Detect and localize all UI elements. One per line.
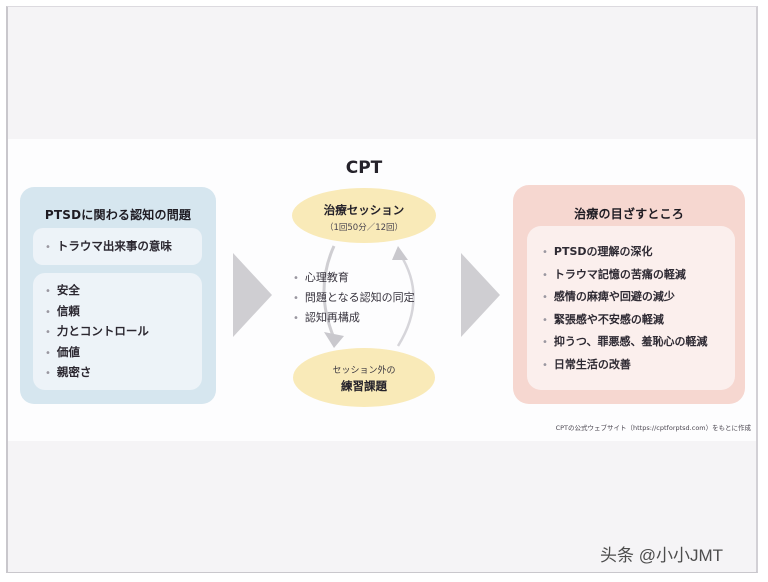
bullet-icon: • (542, 314, 548, 326)
list-item: •力とコントロール (45, 324, 149, 338)
bullet-icon: • (542, 292, 548, 304)
bullet-icon: • (45, 327, 51, 338)
list-item: •PTSDの理解の深化 (542, 245, 653, 258)
list-item: •トラウマ出来事の意味 (45, 239, 172, 253)
bullet-icon: • (45, 306, 51, 318)
bullet-icon: • (293, 293, 299, 304)
homework-ellipse: セッション外の 練習課題 (293, 348, 435, 407)
bullet-icon: • (542, 359, 548, 371)
bullet-icon: • (542, 337, 548, 349)
list-item: •信頼 (45, 303, 80, 318)
homework-line2: 練習課題 (341, 379, 387, 393)
bullet-icon: • (45, 242, 51, 253)
watermark: 头条 @小小JMT (600, 546, 724, 565)
cognitive-problems-title: PTSDに関わる認知の問題 (44, 208, 192, 222)
homework-line1: セッション外の (332, 366, 396, 376)
list-item: •心理教育 (293, 271, 349, 284)
bullet-icon: • (45, 286, 51, 297)
list-item: •認知再構成 (293, 311, 360, 324)
list-item: •価値 (45, 344, 80, 359)
cpt-title: CPT (345, 158, 383, 178)
source-note: CPTの公式ウェブサイト（https://cptforptsd.com）をもとに… (555, 424, 751, 432)
treatment-goals-panel: •PTSDの理解の深化 •トラウマ記憶の苦痛の軽減 •感情の麻痺や回避の減少 •… (527, 226, 735, 390)
trauma-meaning-panel: •トラウマ出来事の意味 (33, 228, 202, 265)
treatment-session-label: 治療セッション (323, 203, 405, 217)
cognitive-problems-box: PTSDに関わる認知の問題 •トラウマ出来事の意味 •安全 •信頼 •力とコント… (20, 187, 216, 404)
bullet-icon: • (45, 368, 51, 379)
list-item: •感情の麻痺や回避の減少 (542, 290, 675, 304)
list-item: •親密さ (45, 365, 92, 379)
session-frequency-label: （1回50分／12回） (324, 223, 404, 233)
cycle-arrows-icon (322, 245, 415, 348)
bullet-icon: • (542, 269, 548, 281)
arrow-right-icon (233, 253, 272, 337)
bullet-icon: • (45, 347, 51, 359)
list-item: •トラウマ記憶の苦痛の軽減 (542, 267, 686, 281)
list-item: •抑うつ、罪悪感、羞恥心の軽減 (542, 335, 708, 349)
bullet-icon: • (293, 273, 299, 284)
themes-panel: •安全 •信頼 •力とコントロール •価値 •親密さ (33, 273, 202, 390)
list-item: •安全 (45, 283, 80, 297)
list-item: •問題となる認知の同定 (293, 291, 415, 304)
bottom-band (8, 441, 756, 572)
list-item: •日常生活の改善 (542, 357, 631, 371)
treatment-goals-box: 治療の目ざすところ •PTSDの理解の深化 •トラウマ記憶の苦痛の軽減 •感情の… (513, 185, 745, 404)
bullet-icon: • (542, 247, 548, 258)
treatment-session-ellipse: 治療セッション （1回50分／12回） (292, 188, 436, 243)
list-item: •緊張感や不安感の軽減 (542, 312, 664, 326)
session-contents-list: •心理教育 •問題となる認知の同定 •認知再構成 (293, 268, 415, 328)
top-band (8, 7, 756, 139)
treatment-goals-title: 治療の目ざすところ (574, 207, 684, 221)
arrow-right-icon (461, 253, 500, 337)
bullet-icon: • (293, 313, 299, 324)
